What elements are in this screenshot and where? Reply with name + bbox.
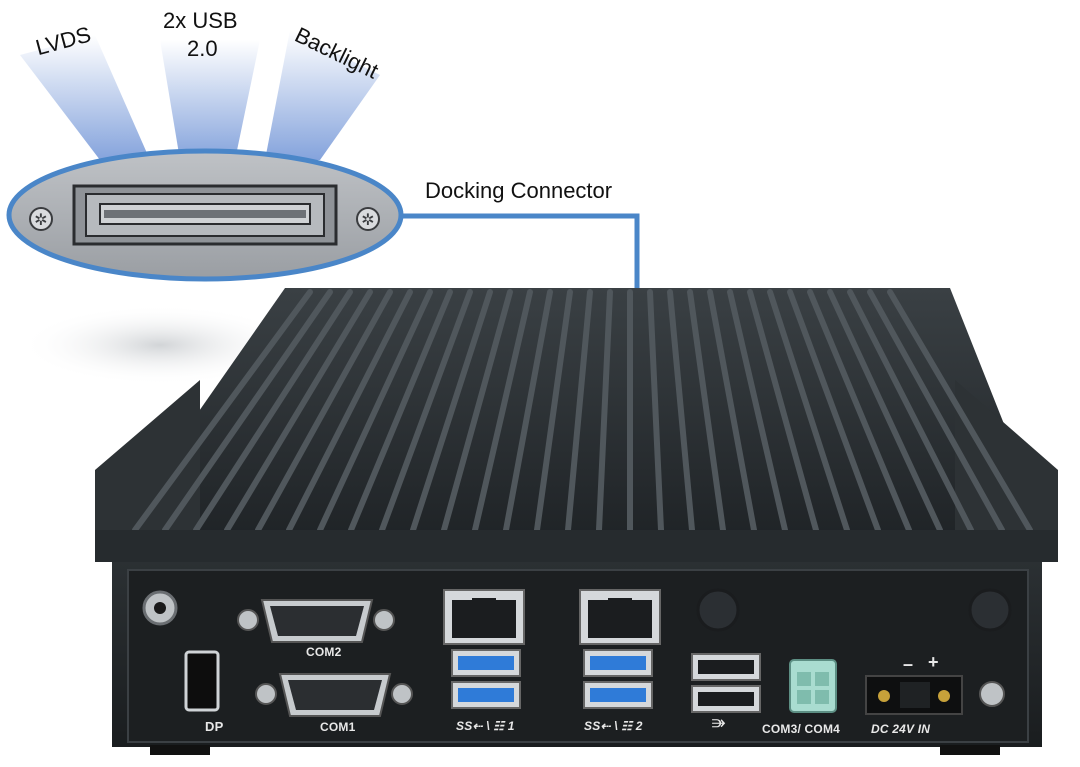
port-label-lan2-usb3: SS⇠ \ ☷ 2 (584, 719, 643, 733)
dc-in-terminal (865, 675, 963, 715)
ground-screw (979, 681, 1005, 707)
dp-port (184, 650, 220, 712)
com34-connector (789, 659, 837, 713)
svg-text:✲: ✲ (34, 210, 47, 229)
port-label-com34: COM3/ COM4 (762, 722, 841, 736)
port-label-com2: COM2 (306, 645, 342, 659)
port-label-dc-minus: – (903, 654, 914, 674)
beam-backlight (265, 30, 380, 160)
port-label-dp: DP (205, 719, 224, 734)
docking-leader-line (400, 213, 640, 292)
callout-label-usb-line2: 2.0 (187, 36, 218, 61)
port-label-dc-in: DC 24V IN (871, 722, 931, 736)
lan2-usb3-stack (579, 589, 661, 709)
port-label-usb2: ⭄ (712, 715, 726, 732)
port-label-com1: COM1 (320, 720, 356, 734)
screw-left (29, 207, 53, 231)
lan1-usb3-stack (443, 589, 525, 709)
callout-label-usb-line1: 2x USB (163, 8, 238, 33)
callout-shadow (20, 305, 300, 385)
antenna-plug-left (696, 588, 740, 632)
heatsink-fins (132, 289, 1033, 533)
com2-port (237, 599, 395, 643)
svg-text:✲: ✲ (361, 210, 374, 229)
callout-label-docking: Docking Connector (425, 178, 613, 203)
beam-usb (160, 40, 260, 160)
port-label-lan1-usb3: SS⇠ \ ☷ 1 (456, 719, 515, 733)
antenna-plug-right (968, 588, 1012, 632)
screw-right (356, 207, 380, 231)
com1-port (255, 673, 413, 717)
beam-lvds (20, 35, 150, 160)
usb2-ports (691, 653, 761, 713)
port-label-dc-plus: + (928, 652, 939, 672)
